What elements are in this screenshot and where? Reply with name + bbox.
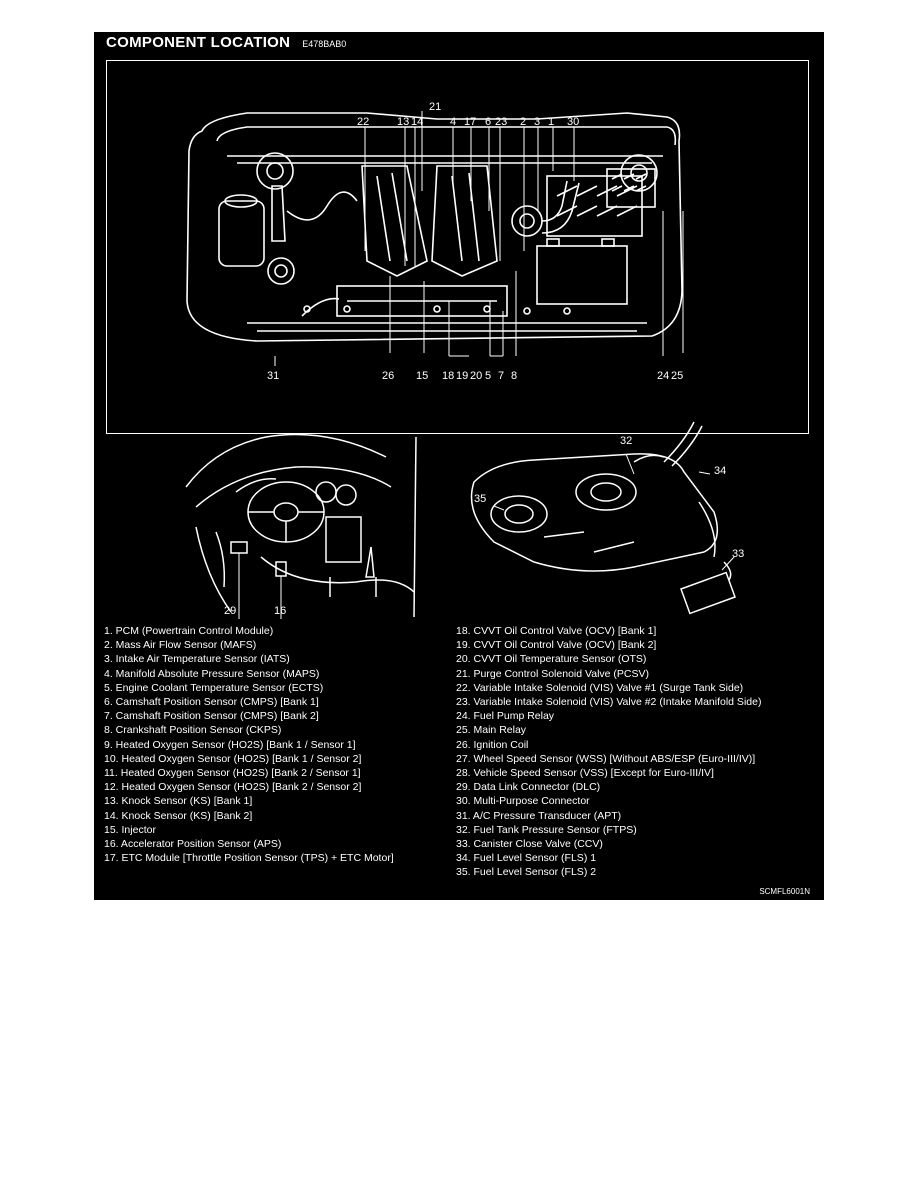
- fuel-tank-illustration: 32 34 35 33: [470, 421, 744, 615]
- callout-5: 5: [485, 370, 491, 382]
- callout-3: 3: [534, 116, 540, 128]
- component-legend: 1. PCM (Powertrain Control Module) 2. Ma…: [104, 624, 814, 878]
- panel-header: COMPONENT LOCATION E478BAB0: [106, 34, 346, 56]
- legend-item: 28. Vehicle Speed Sensor (VSS) [Except f…: [456, 767, 714, 780]
- legend-item: 6. Camshaft Position Sensor (CMPS) [Bank…: [104, 696, 319, 709]
- legend-item: 32. Fuel Tank Pressure Sensor (FTPS): [456, 823, 637, 836]
- legend-item: 30. Multi-Purpose Connector: [456, 795, 590, 808]
- legend-item: 21. Purge Control Solenoid Valve (PCSV): [456, 667, 649, 680]
- callout-22: 22: [357, 116, 369, 128]
- legend-item: 4. Manifold Absolute Pressure Sensor (MA…: [104, 667, 320, 680]
- legend-item: 29. Data Link Connector (DLC): [456, 781, 601, 794]
- callout-33: 33: [732, 548, 744, 560]
- legend-item: 8. Crankshaft Position Sensor (CKPS): [104, 724, 282, 737]
- callout-34: 34: [714, 465, 726, 477]
- callout-32: 32: [620, 435, 632, 447]
- callout-17: 17: [464, 116, 476, 128]
- callout-23: 23: [495, 116, 507, 128]
- figure-code: SCMFL6001N: [759, 887, 810, 896]
- callout-8: 8: [511, 370, 517, 382]
- legend-item: 15. Injector: [104, 823, 156, 836]
- legend-item: 11. Heated Oxygen Sensor (HO2S) [Bank 2 …: [104, 767, 361, 780]
- legend-column-right: 18. CVVT Oil Control Valve (OCV) [Bank 1…: [456, 624, 816, 880]
- callout-31: 31: [267, 370, 279, 382]
- legend-item: 10. Heated Oxygen Sensor (HO2S) [Bank 1 …: [104, 752, 362, 765]
- callout-2: 2: [520, 116, 526, 128]
- callout-1: 1: [548, 116, 554, 128]
- legend-item: 18. CVVT Oil Control Valve (OCV) [Bank 1…: [456, 625, 657, 637]
- callout-18: 18: [442, 370, 454, 382]
- callout-6: 6: [485, 116, 491, 128]
- legend-item: 1. PCM (Powertrain Control Module): [104, 625, 274, 637]
- legend-item: 19. CVVT Oil Control Valve (OCV) [Bank 2…: [456, 639, 657, 652]
- callout-21: 21: [429, 101, 441, 113]
- callout-4: 4: [450, 116, 456, 128]
- legend-item: 25. Main Relay: [456, 724, 527, 737]
- legend-item: 13. Knock Sensor (KS) [Bank 1]: [104, 795, 253, 808]
- legend-item: 2. Mass Air Flow Sensor (MAFS): [104, 639, 257, 652]
- legend-item: 17. ETC Module [Throttle Position Sensor…: [104, 852, 394, 865]
- legend-item: 33. Canister Close Valve (CCV): [456, 838, 603, 851]
- callout-26: 26: [382, 370, 394, 382]
- legend-column-left: 1. PCM (Powertrain Control Module) 2. Ma…: [104, 624, 449, 865]
- callout-19: 19: [456, 370, 468, 382]
- callout-7: 7: [498, 370, 504, 382]
- component-location-panel: COMPONENT LOCATION E478BAB0: [94, 32, 824, 900]
- legend-item: 14. Knock Sensor (KS) [Bank 2]: [104, 809, 253, 822]
- dashboard-callouts: 29 16: [224, 605, 286, 617]
- legend-item: 35. Fuel Level Sensor (FLS) 2: [456, 866, 597, 879]
- callout-29: 29: [224, 605, 236, 617]
- legend-item: 34. Fuel Level Sensor (FLS) 1: [456, 852, 597, 865]
- engine-bay-frame: 21 22 13 14 4 17 6 23 2 3 1 30 31 26 15 …: [106, 60, 809, 434]
- callout-25: 25: [671, 370, 683, 382]
- engine-bay-illustration: 21 22 13 14 4 17 6 23 2 3 1 30 31 26 15 …: [186, 101, 684, 382]
- callout-13: 13: [397, 116, 409, 128]
- callout-20: 20: [470, 370, 482, 382]
- callout-15: 15: [416, 370, 428, 382]
- callout-35: 35: [474, 493, 486, 505]
- legend-item: 3. Intake Air Temperature Sensor (IATS): [104, 653, 290, 666]
- legend-item: 23. Variable Intake Solenoid (VIS) Valve…: [456, 696, 762, 709]
- legend-item: 20. CVVT Oil Temperature Sensor (OTS): [456, 653, 647, 666]
- legend-item: 26. Ignition Coil: [456, 738, 529, 751]
- callout-16: 16: [274, 605, 286, 617]
- legend-item: 16. Accelerator Position Sensor (APS): [104, 838, 282, 851]
- legend-item: 31. A/C Pressure Transducer (APT): [456, 809, 622, 822]
- legend-item: 5. Engine Coolant Temperature Sensor (EC…: [104, 681, 324, 694]
- callout-24: 24: [657, 370, 669, 382]
- legend-item: 12. Heated Oxygen Sensor (HO2S) [Bank 2 …: [104, 781, 362, 794]
- dashboard-illustration: [185, 433, 417, 619]
- panel-title: COMPONENT LOCATION: [106, 34, 291, 51]
- panel-code: E478BAB0: [302, 39, 347, 49]
- callout-14: 14: [411, 116, 423, 128]
- legend-item: 22. Variable Intake Solenoid (VIS) Valve…: [456, 681, 744, 694]
- legend-item: 7. Camshaft Position Sensor (CMPS) [Bank…: [104, 710, 319, 723]
- legend-item: 24. Fuel Pump Relay: [456, 710, 555, 723]
- legend-item: 27. Wheel Speed Sensor (WSS) [Without AB…: [456, 752, 756, 765]
- callout-30: 30: [567, 116, 579, 128]
- legend-item: 9. Heated Oxygen Sensor (HO2S) [Bank 1 /…: [104, 738, 356, 751]
